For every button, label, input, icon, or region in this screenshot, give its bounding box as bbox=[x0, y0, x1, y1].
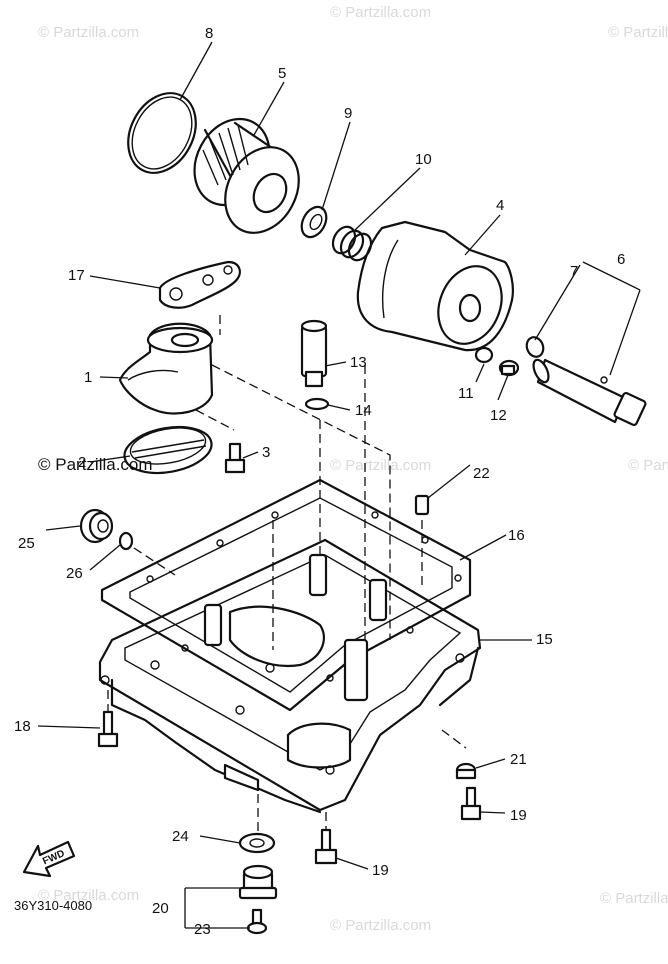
part-11-washer[interactable] bbox=[474, 346, 494, 364]
part-21-dowel[interactable] bbox=[414, 494, 430, 516]
callout-20: 21 bbox=[510, 751, 527, 768]
part-26-o-ring[interactable] bbox=[118, 531, 134, 551]
part-22-drain-plug[interactable] bbox=[238, 864, 278, 900]
callout-8: 8 bbox=[205, 25, 213, 42]
callout-18: 18 bbox=[14, 718, 31, 735]
callout-17: 17 bbox=[68, 267, 85, 284]
callout-19-right: 19 bbox=[510, 807, 527, 824]
part-20-dowel[interactable] bbox=[455, 762, 477, 780]
callout-25: 25 bbox=[18, 535, 35, 552]
part-15-oil-pan[interactable] bbox=[98, 538, 482, 814]
part-24-gasket[interactable] bbox=[238, 832, 276, 854]
callout-23: 23 bbox=[194, 921, 211, 938]
part-19-bolt-right[interactable] bbox=[460, 786, 482, 821]
callout-14: 14 bbox=[355, 402, 372, 419]
forward-arrow: FWD bbox=[22, 840, 76, 878]
callout-19-lower: 19 bbox=[372, 862, 389, 879]
leader-lines bbox=[37, 41, 641, 929]
part-5-oil-filter[interactable] bbox=[180, 106, 313, 246]
callout-22: 20 bbox=[152, 900, 169, 917]
part-3-bolt[interactable] bbox=[224, 442, 246, 474]
watermark: © Partzilla.com bbox=[38, 887, 139, 904]
callout-15: 15 bbox=[536, 631, 553, 648]
part-7-o-ring[interactable] bbox=[524, 335, 546, 359]
part-2-strainer[interactable] bbox=[121, 421, 215, 480]
callout-12: 12 bbox=[490, 407, 507, 424]
part-16-gasket[interactable] bbox=[100, 478, 472, 712]
watermark: © Partzilla.com bbox=[330, 917, 431, 934]
part-9-washer[interactable] bbox=[297, 203, 331, 242]
drawing-code: 36Y310-4080 bbox=[14, 898, 92, 913]
callout-11: 11 bbox=[458, 385, 474, 402]
part-25-plug[interactable] bbox=[79, 508, 114, 544]
callout-16: 16 bbox=[508, 527, 525, 544]
part-10-spring[interactable] bbox=[329, 223, 376, 264]
part-23-screw[interactable] bbox=[246, 908, 268, 935]
callout-13: 13 bbox=[350, 354, 367, 371]
callout-3: 3 bbox=[262, 444, 270, 461]
part-14-o-ring[interactable] bbox=[304, 397, 330, 411]
watermark: © Partzilla.com bbox=[38, 455, 153, 474]
callout-4: 4 bbox=[496, 197, 504, 214]
watermark: © Partzilla.com bbox=[600, 890, 668, 907]
part-1-filter-housing[interactable] bbox=[118, 322, 214, 415]
part-19-bolt-lower[interactable] bbox=[314, 828, 338, 865]
callout-24: 24 bbox=[172, 828, 189, 845]
watermark: © Partzilla.com bbox=[628, 457, 668, 474]
part-6-union-bolt[interactable] bbox=[530, 358, 647, 426]
callout-10: 10 bbox=[415, 151, 432, 168]
callout-21: 22 bbox=[473, 465, 490, 482]
callout-5: 5 bbox=[278, 65, 286, 82]
callout-2: 2 bbox=[78, 454, 86, 471]
callout-1: 1 bbox=[84, 369, 92, 386]
watermark: © Partzilla.com bbox=[330, 457, 431, 474]
watermark: © Partzilla.com bbox=[38, 24, 139, 41]
callout-26: 26 bbox=[66, 565, 83, 582]
alignment-lines bbox=[107, 315, 467, 832]
part-12-bolt[interactable] bbox=[498, 359, 520, 377]
watermark: © Partzilla.com bbox=[608, 24, 668, 41]
part-18-bolt[interactable] bbox=[97, 710, 119, 748]
part-4-filter-cover[interactable] bbox=[356, 220, 514, 353]
callout-6: 6 bbox=[617, 251, 625, 268]
part-13-pipe[interactable] bbox=[300, 319, 328, 388]
callout-9: 9 bbox=[344, 105, 352, 122]
watermark: © Partzilla.com bbox=[330, 4, 431, 21]
callout-7: 7 bbox=[570, 263, 578, 280]
part-17-gasket[interactable] bbox=[158, 260, 241, 309]
